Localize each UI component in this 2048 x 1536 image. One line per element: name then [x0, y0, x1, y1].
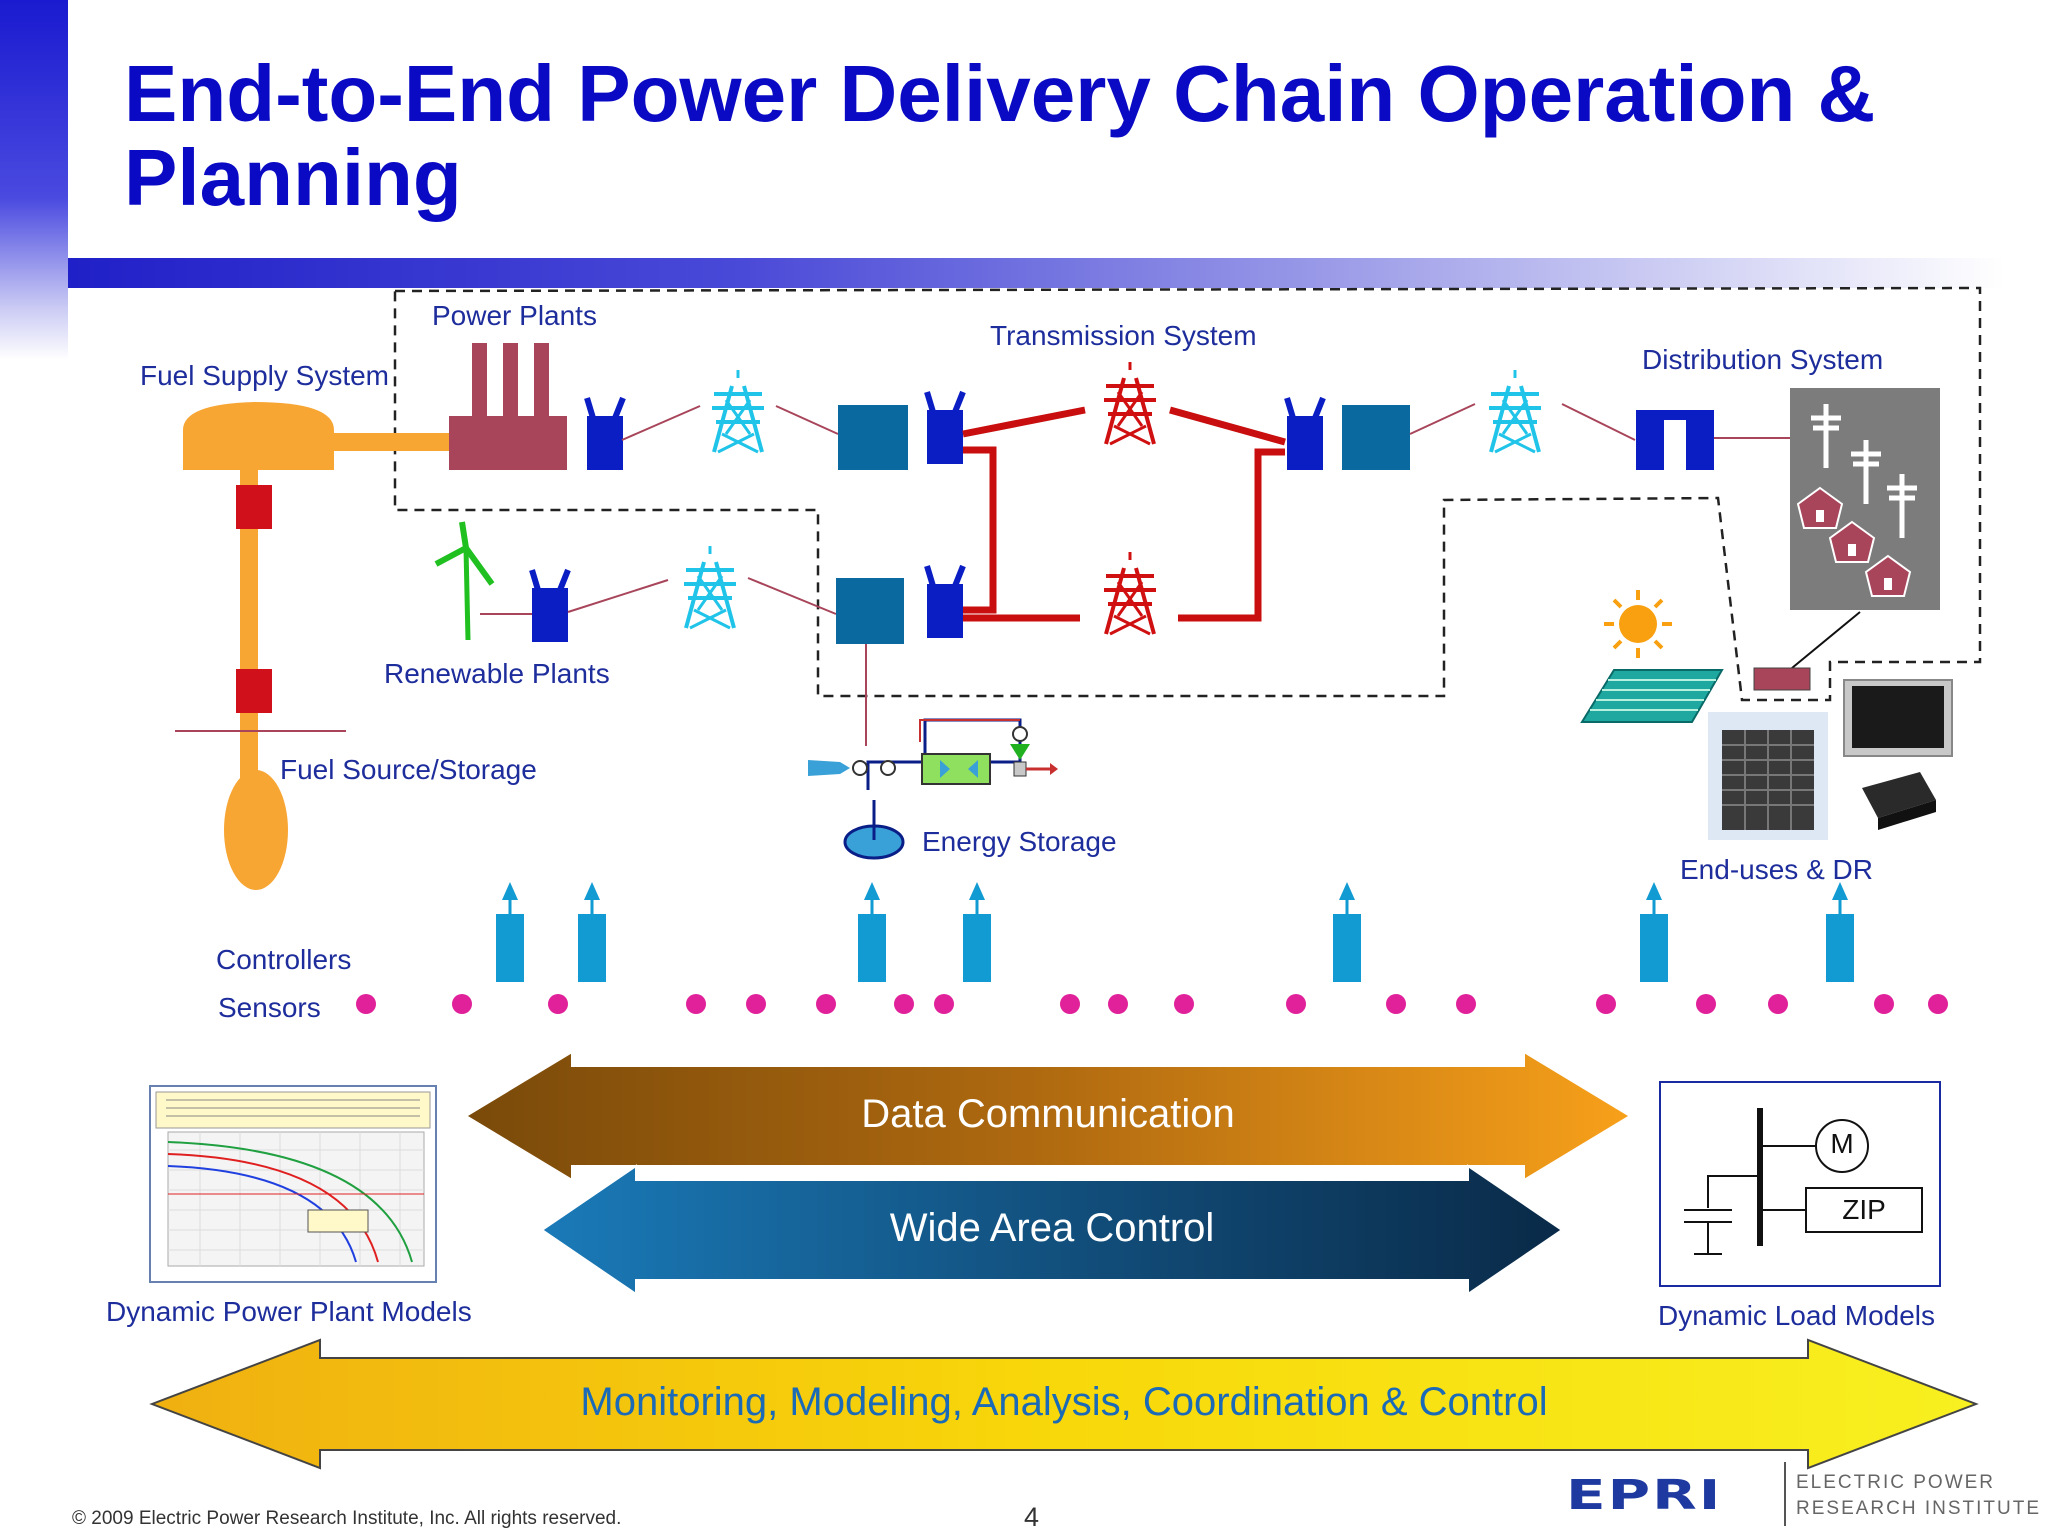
transmission-lines	[962, 406, 1286, 622]
data-communication-arrow	[464, 1050, 1632, 1182]
controllers-row	[496, 882, 1854, 982]
factory-icon	[449, 343, 567, 470]
system-boundary	[393, 286, 1982, 702]
label-energy-storage: Energy Storage	[922, 826, 1117, 857]
slide-title: End-to-End Power Delivery Chain Operatio…	[124, 49, 1876, 222]
copyright-footer: © 2009 Electric Power Research Institute…	[72, 1508, 622, 1529]
ac-unit-icon	[1708, 712, 1828, 840]
energy-storage-system	[808, 718, 1058, 860]
data-communication-label: Data Communication	[861, 1092, 1235, 1136]
transformer-icon	[927, 392, 963, 464]
pump-icon	[921, 753, 991, 785]
transformer-icon	[587, 398, 623, 470]
fuel-supply-system	[175, 402, 449, 890]
transmission-tower-icon	[710, 368, 766, 454]
label-distribution-system: Distribution System	[1642, 344, 1884, 375]
label-renewable-plants: Renewable Plants	[384, 658, 610, 689]
monitoring-arrow	[149, 1338, 1979, 1470]
wide-area-control-label: Wide Area Control	[889, 1206, 1215, 1250]
generator-capability-chart-thumbnail	[149, 1085, 437, 1283]
label-dynamic-load-models: Dynamic Load Models	[1658, 1300, 1936, 1331]
label-transmission-system: Transmission System	[990, 320, 1257, 351]
label-end-uses-dr: End-uses & DR	[1680, 854, 1873, 885]
sun-icon	[1604, 590, 1672, 658]
transmission-tower-icon	[1102, 550, 1158, 636]
label-dynamic-power-plant-models: Dynamic Power Plant Models	[106, 1296, 472, 1327]
transformer-icon	[1636, 410, 1714, 470]
transmission-tower-icon	[1487, 368, 1543, 454]
wide-area-control-arrow	[540, 1164, 1564, 1296]
monitor-icon	[1843, 679, 1953, 757]
logo-line-1: ELECTRIC POWER	[1796, 1472, 1996, 1493]
epri-logo-text: ELECTRIC POWER RESEARCH INSTITUTE	[1796, 1470, 2041, 1522]
label-sensors: Sensors	[218, 992, 321, 1023]
substation-icon	[836, 578, 904, 644]
load-model-diagram	[1659, 1081, 1941, 1287]
smart-meter-icon	[1753, 667, 1811, 691]
title-underline	[68, 258, 2004, 288]
page-number: 4	[1024, 1502, 1040, 1532]
epri-logo-mark: EPRI	[1566, 1471, 1723, 1519]
transformer-icon	[927, 566, 963, 638]
monitoring-label: Monitoring, Modeling, Analysis, Coordina…	[580, 1380, 1548, 1424]
logo-divider	[1784, 1462, 1786, 1526]
label-power-plants: Power Plants	[432, 300, 597, 331]
label-controllers: Controllers	[216, 944, 352, 975]
epri-logo: EPRI	[1566, 1460, 1766, 1530]
motor-label: M	[1830, 1128, 1854, 1159]
transformer-icon	[532, 570, 568, 642]
distribution-network	[1790, 388, 1940, 669]
motor-icon	[1815, 1119, 1869, 1173]
sensors-row	[356, 994, 1948, 1014]
transmission-tower-icon	[682, 544, 738, 630]
solar-panel-icon	[1580, 669, 1724, 723]
label-fuel-source-storage: Fuel Source/Storage	[280, 754, 537, 785]
wind-turbine-icon	[434, 521, 495, 641]
label-fuel-supply-system: Fuel Supply System	[140, 360, 389, 391]
power-supply-icon	[1862, 772, 1936, 830]
substation-icon	[838, 405, 908, 470]
title-accent-bar	[0, 0, 68, 360]
transformer-icon	[1287, 398, 1323, 470]
substation-icon	[1342, 405, 1410, 470]
logo-line-2: RESEARCH INSTITUTE	[1796, 1498, 2042, 1519]
zip-label: ZIP	[1842, 1194, 1886, 1225]
transmission-tower-icon	[1102, 360, 1158, 446]
